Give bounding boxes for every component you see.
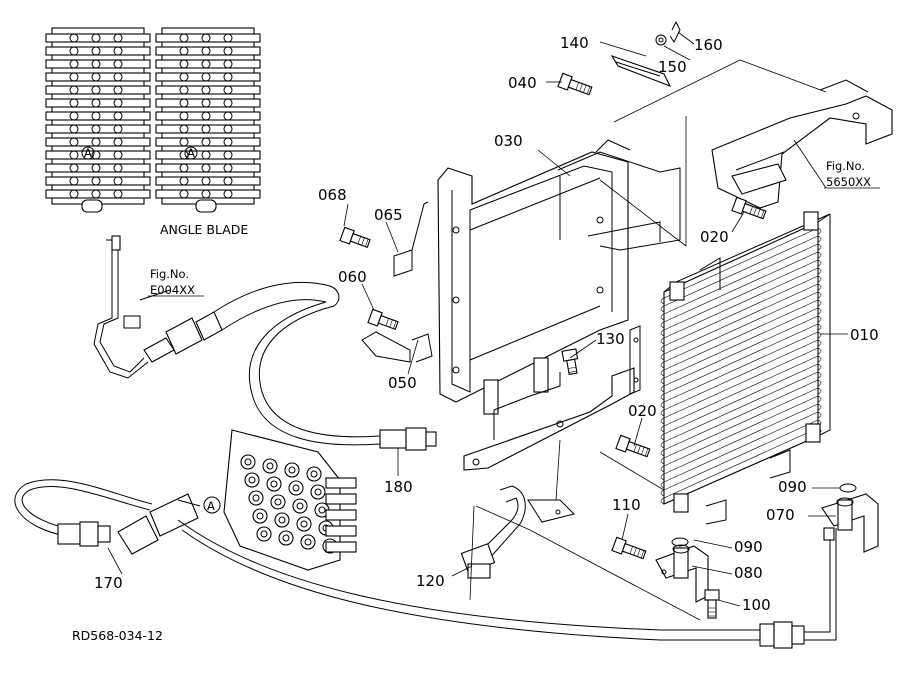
label-120: 120	[416, 572, 445, 590]
bracket-080	[655, 544, 709, 603]
label-050: 050	[388, 374, 417, 392]
valve-panel-left: A	[45, 27, 151, 213]
angle-blade-caption: ANGLE BLADE	[160, 222, 248, 237]
bolt-110	[611, 536, 647, 560]
label-100: 100	[742, 596, 771, 614]
label-130: 130	[596, 330, 625, 348]
part-labels: 140 160 150 040 030 068 065 020 060 010 …	[94, 34, 879, 614]
label-030: 030	[494, 132, 523, 150]
callout-a-panel-right: A	[187, 146, 195, 160]
fig-ref-e004-title: Fig.No.	[150, 267, 189, 281]
o-ring-090-left	[671, 537, 689, 547]
fig-ref-5650-title: Fig.No.	[826, 159, 865, 173]
lower-bracket	[463, 325, 641, 471]
valve-panel-right: A	[155, 27, 261, 213]
label-040: 040	[508, 74, 537, 92]
bolt-130	[561, 348, 579, 376]
label-010: 010	[850, 326, 879, 344]
label-090-right: 090	[778, 478, 807, 496]
leader-lines	[107, 31, 848, 621]
label-170: 170	[94, 574, 123, 592]
upper-bracket	[711, 79, 893, 209]
fitting-070	[821, 493, 879, 553]
label-150: 150	[658, 58, 687, 76]
bracket-050	[361, 331, 433, 363]
pin-160	[669, 20, 681, 43]
pipe-assembly-left	[93, 235, 340, 379]
label-180: 180	[384, 478, 413, 496]
bolt-040	[557, 72, 593, 96]
control-valve-body	[223, 429, 357, 571]
bracket-065	[393, 201, 429, 277]
fig-ref-5650-number: 5650XX	[826, 175, 871, 189]
oil-cooler-010	[660, 211, 831, 525]
hose-180	[248, 301, 437, 451]
label-060: 060	[338, 268, 367, 286]
label-080: 080	[734, 564, 763, 582]
washer-150	[655, 34, 667, 46]
hose-170	[14, 479, 201, 555]
label-020-upper: 020	[700, 228, 729, 246]
label-110: 110	[612, 496, 641, 514]
drawing-id: RD568-034-12	[72, 628, 163, 643]
label-140: 140	[560, 34, 589, 52]
frame-rear	[557, 139, 681, 251]
callout-a-panel-left: A	[84, 146, 92, 160]
pipe-fitting-120	[460, 485, 575, 579]
fig-ref-e004-number: E004XX	[150, 283, 195, 297]
label-090-left: 090	[734, 538, 763, 556]
bolt-020-upper	[731, 196, 767, 220]
pipe-bottom	[177, 519, 837, 649]
label-020-lower: 020	[628, 402, 657, 420]
frame-030	[437, 151, 629, 415]
clip-140	[610, 54, 672, 88]
callout-a-valve: A	[207, 499, 215, 513]
bolt-060	[367, 308, 399, 330]
bolt-068	[339, 226, 371, 248]
o-ring-090-right	[839, 483, 857, 493]
label-160: 160	[694, 36, 723, 54]
label-070: 070	[766, 506, 795, 524]
bolt-020-lower	[615, 434, 651, 458]
label-065: 065	[374, 206, 403, 224]
bolt-100	[704, 589, 720, 619]
label-068: 068	[318, 186, 347, 204]
